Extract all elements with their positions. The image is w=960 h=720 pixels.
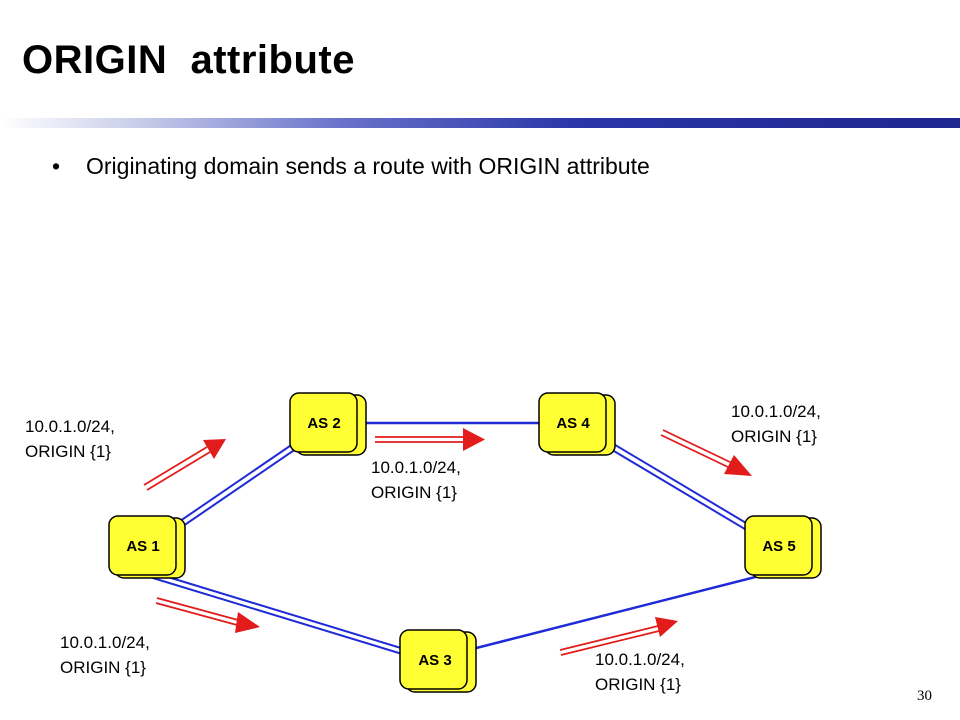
arrow-as1-to-as3 <box>155 597 260 633</box>
as-node-3-label: AS 3 <box>418 652 451 669</box>
route-origin: ORIGIN {1} <box>731 427 817 446</box>
announcement-label-as3-as5: 10.0.1.0/24, ORIGIN {1} <box>595 647 685 697</box>
announcement-label-as1-as3: 10.0.1.0/24, ORIGIN {1} <box>60 630 150 680</box>
announcement-label-as4-as5: 10.0.1.0/24, ORIGIN {1} <box>731 399 821 449</box>
route-origin: ORIGIN {1} <box>371 483 457 502</box>
page-number: 30 <box>917 688 932 704</box>
route-prefix: 10.0.1.0/24, <box>371 458 461 477</box>
link-as3-as5 <box>436 568 784 660</box>
bullet-marker: • <box>52 153 61 179</box>
route-prefix: 10.0.1.0/24, <box>595 650 685 669</box>
as-node-3: AS 3 <box>399 629 477 693</box>
arrow-as1-to-as2 <box>143 439 226 491</box>
route-origin: ORIGIN {1} <box>60 658 146 677</box>
as-node-5-label: AS 5 <box>762 538 795 555</box>
as-node-4: AS 4 <box>538 392 616 456</box>
as-node-2: AS 2 <box>289 392 367 456</box>
route-prefix: 10.0.1.0/24, <box>25 417 115 436</box>
title-underline <box>0 118 960 128</box>
as-node-5: AS 5 <box>744 515 822 579</box>
as-node-4-label: AS 4 <box>556 415 590 432</box>
route-prefix: 10.0.1.0/24, <box>60 633 150 652</box>
route-origin: ORIGIN {1} <box>25 442 111 461</box>
announcement-label-as2-as4: 10.0.1.0/24, ORIGIN {1} <box>371 455 461 505</box>
bullet-text: Originating domain sends a route with OR… <box>86 153 650 179</box>
arrow-as2-to-as4 <box>375 428 485 451</box>
slide-title: ORIGIN attribute <box>22 38 355 82</box>
as-node-2-label: AS 2 <box>307 415 340 432</box>
route-origin: ORIGIN {1} <box>595 675 681 694</box>
link-as1-as3 <box>142 569 438 665</box>
route-prefix: 10.0.1.0/24, <box>731 402 821 421</box>
as-node-1: AS 1 <box>108 515 186 579</box>
as-node-1-label: AS 1 <box>126 538 159 555</box>
arrow-as4-to-as5 <box>660 429 752 476</box>
announcement-arrows <box>143 428 752 656</box>
arrow-as3-to-as5 <box>559 617 678 656</box>
announcement-label-as1-as2: 10.0.1.0/24, ORIGIN {1} <box>25 414 115 464</box>
